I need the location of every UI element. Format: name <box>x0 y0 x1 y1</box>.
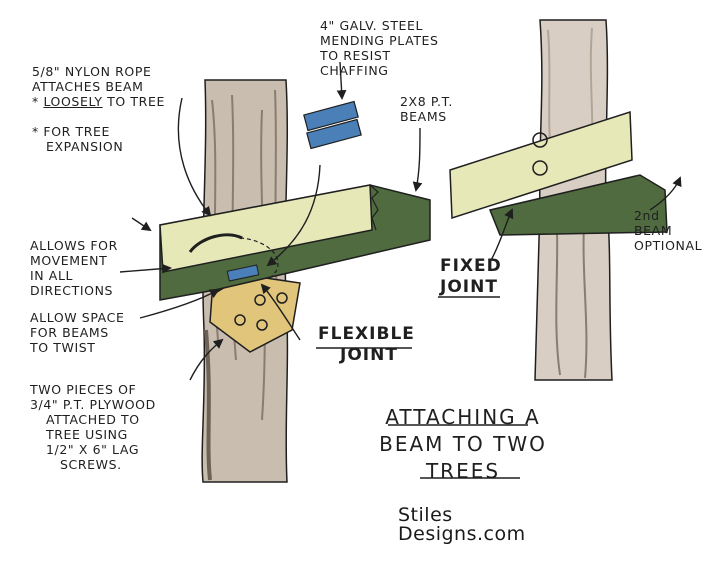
beams-label: 2X8 P.T. BEAMS <box>400 94 453 124</box>
fixed-joint-line-2: JOINT <box>440 277 498 297</box>
left-beam <box>159 184 431 301</box>
loosely-suffix: TO TREE <box>102 94 165 109</box>
second-beam-line-2: BEAM <box>634 223 673 238</box>
fixed-joint-line-1: FIXED <box>440 256 502 276</box>
mending-plates-line-2: MENDING PLATES <box>320 33 439 48</box>
title-line-3: TREES <box>425 459 501 483</box>
plywood-line-5: 1/2" X 6" LAG <box>46 442 140 457</box>
flexible-joint-label: FLEXIBLE JOINT <box>318 324 415 366</box>
nylon-rope-line-2: ATTACHES BEAM <box>32 79 144 94</box>
mending-plates-line-4: CHAFFING <box>320 63 389 78</box>
mending-plates-icon <box>303 100 362 150</box>
flexible-joint-line-2: JOINT <box>340 345 398 365</box>
movement-line-1: ALLOWS FOR <box>30 238 118 253</box>
second-beam-label: 2nd BEAM OPTIONAL <box>634 208 702 253</box>
beams-line-2: BEAMS <box>400 109 447 124</box>
flexible-joint-line-1: FLEXIBLE <box>318 324 415 344</box>
credit-line-1: Stiles <box>398 504 453 526</box>
movement-label: ALLOWS FOR MOVEMENT IN ALL DIRECTIONS <box>30 238 118 298</box>
right-beams <box>449 110 668 236</box>
nylon-rope-label: 5/8" NYLON ROPE ATTACHES BEAM * LOOSELY … <box>32 64 165 109</box>
plywood-line-4: TREE USING <box>46 427 128 442</box>
plywood-label: TWO PIECES OF 3/4" P.T. PLYWOOD ATTACHED… <box>30 382 156 472</box>
tree-expansion-line-2: EXPANSION <box>46 139 124 154</box>
title-line-1: ATTACHING A <box>385 405 541 429</box>
title-line-2: BEAM TO TWO <box>379 432 547 456</box>
twist-line-3: TO TWIST <box>30 340 96 355</box>
credit-logo: Stiles Designs.com <box>398 506 526 544</box>
second-beam-line-1: 2nd <box>634 208 660 223</box>
movement-line-3: IN ALL <box>30 268 74 283</box>
pointer-lines <box>119 61 682 479</box>
tree-expansion-label: * FOR TREE EXPANSION <box>32 124 123 154</box>
twist-label: ALLOW SPACE FOR BEAMS TO TWIST <box>30 310 124 355</box>
tree-expansion-line-1: * FOR TREE <box>32 124 111 139</box>
plywood-line-2: 3/4" P.T. PLYWOOD <box>30 397 156 412</box>
mending-plates-label: 4" GALV. STEEL MENDING PLATES TO RESIST … <box>320 18 439 78</box>
twist-line-2: FOR BEAMS <box>30 325 109 340</box>
plywood-line-3: ATTACHED TO <box>46 412 140 427</box>
twist-line-1: ALLOW SPACE <box>30 310 125 325</box>
mending-plates-line-1: 4" GALV. STEEL <box>320 18 424 33</box>
plywood-line-6: SCREWS. <box>60 457 122 472</box>
fixed-joint-label: FIXED JOINT <box>440 256 502 298</box>
nylon-rope-line-1: 5/8" NYLON ROPE <box>32 64 152 79</box>
beams-line-1: 2X8 P.T. <box>400 94 453 109</box>
movement-line-4: DIRECTIONS <box>30 283 114 298</box>
nylon-rope-line-3: * LOOSELY TO TREE <box>32 94 165 109</box>
movement-line-2: MOVEMENT <box>30 253 108 268</box>
diagram-title: ATTACHING A BEAM TO TWO TREES <box>378 404 548 485</box>
second-beam-line-3: OPTIONAL <box>634 238 703 253</box>
loosely-word: LOOSELY <box>43 94 103 109</box>
mending-plates-line-3: TO RESIST <box>320 48 391 63</box>
credit-line-2: Designs.com <box>398 523 526 545</box>
loosely-prefix: * <box>32 94 44 109</box>
plywood-line-1: TWO PIECES OF <box>30 382 137 397</box>
